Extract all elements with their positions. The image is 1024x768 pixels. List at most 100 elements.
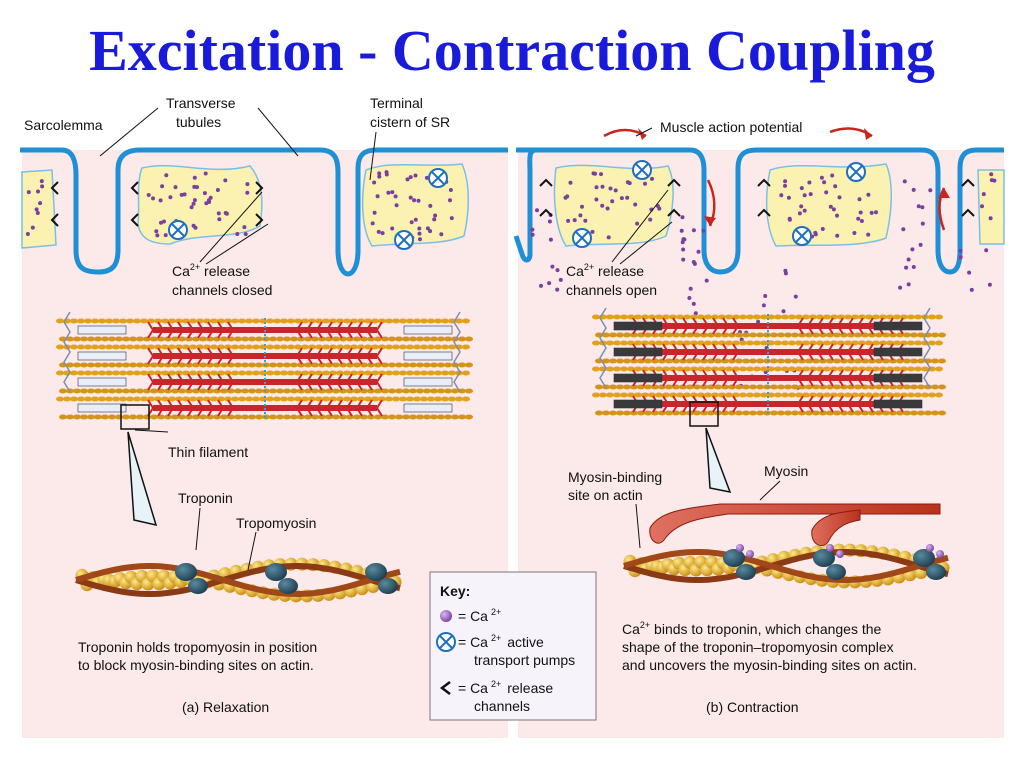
- actin-bead: [711, 340, 719, 346]
- actin-bead: [395, 362, 403, 368]
- actin-bead: [700, 410, 708, 416]
- panel-caption-relaxation: (a) Relaxation: [182, 699, 269, 715]
- myosin-head-small: [207, 373, 214, 391]
- myosin-head-small: [807, 317, 814, 335]
- actin-bead: [388, 336, 396, 342]
- actin-bead: [77, 370, 85, 376]
- actin-bead: [434, 318, 442, 324]
- myosin-head-small: [207, 399, 214, 417]
- actin-bead: [231, 318, 239, 324]
- panel-relaxation: Sarcolemma Transverse tubules Terminal c…: [20, 95, 508, 738]
- myosin-head-small: [167, 399, 174, 417]
- myosin-head-small: [187, 321, 194, 339]
- actin-bead: [318, 388, 326, 394]
- actin-bead: [332, 388, 340, 394]
- z-disc: [599, 307, 607, 389]
- actin-bead: [651, 384, 659, 390]
- calcium-ion: [428, 229, 433, 234]
- actin-bead: [795, 314, 803, 320]
- actin-bead: [297, 362, 305, 368]
- myosin-head-small: [296, 321, 303, 339]
- calcium-ion: [916, 204, 921, 209]
- actin-bead: [94, 362, 102, 368]
- actin-bead: [413, 370, 421, 376]
- actin-bead: [823, 366, 831, 372]
- myosin-head-small: [672, 369, 679, 387]
- actin-bead: [462, 370, 470, 376]
- calcium-ion: [578, 213, 583, 218]
- actin-bead: [150, 414, 158, 420]
- actin-bead: [329, 344, 337, 350]
- actin-bead: [367, 362, 375, 368]
- calcium-ion: [375, 194, 380, 199]
- actin-bead: [595, 384, 603, 390]
- myosin-head-small: [857, 317, 864, 335]
- calcium-ion: [704, 278, 709, 283]
- actin-bead: [395, 336, 403, 342]
- actin-bead: [388, 388, 396, 394]
- calcium-ion: [193, 225, 198, 230]
- actin-bead: [693, 332, 701, 338]
- actin-bead: [903, 410, 911, 416]
- actin-bead: [742, 358, 750, 364]
- actin-bead: [690, 314, 698, 320]
- myosin-head-small: [867, 369, 874, 387]
- actin-bead: [290, 336, 298, 342]
- actin-bead: [875, 358, 883, 364]
- actin-bead: [255, 336, 263, 342]
- actin-bead: [634, 366, 642, 372]
- actin-bead: [112, 370, 120, 376]
- actin-bead: [609, 410, 617, 416]
- actin-bead: [823, 392, 831, 398]
- actin-bead: [592, 340, 600, 346]
- actin-bead: [609, 384, 617, 390]
- actin-bead: [136, 414, 144, 420]
- zoom-arrow-right: [705, 427, 732, 494]
- actin-bead: [287, 318, 295, 324]
- actin-bead: [231, 370, 239, 376]
- actin-bead: [777, 410, 785, 416]
- actin-bead: [648, 366, 656, 372]
- myosin-head-small: [227, 347, 234, 365]
- transport-pump-icon: [168, 220, 188, 240]
- actin-bead: [606, 340, 614, 346]
- actin-bead: [168, 318, 176, 324]
- actin-bead: [749, 332, 757, 338]
- actin-bead: [784, 410, 792, 416]
- calcium-ion: [428, 203, 433, 208]
- actin-bead: [683, 392, 691, 398]
- actin-bead: [161, 344, 169, 350]
- actin-bead: [322, 344, 330, 350]
- label-myosin-binding: Myosin-binding: [568, 469, 662, 485]
- actin-bead: [620, 366, 628, 372]
- z-disc: [63, 311, 71, 393]
- myosin-head-small: [732, 369, 739, 387]
- actin-bead: [728, 410, 736, 416]
- calcium-ion: [195, 185, 199, 190]
- actin-bead: [203, 344, 211, 350]
- myosin-head-small: [316, 347, 323, 365]
- actin-bead: [392, 318, 400, 324]
- myosin-head-small: [217, 373, 224, 391]
- myosin-head-small: [702, 369, 709, 387]
- calcium-ion: [160, 184, 165, 189]
- actin-bead: [343, 396, 351, 402]
- calcium-ion: [35, 211, 40, 215]
- actin-bead: [301, 370, 309, 376]
- actin-bead: [910, 332, 918, 338]
- calcium-ion: [192, 175, 197, 180]
- myosin-head-small: [157, 373, 164, 391]
- actin-bead: [301, 396, 309, 402]
- actin-bead: [882, 332, 890, 338]
- calcium-ion: [448, 198, 452, 203]
- troponin: [723, 549, 745, 567]
- actin-bead: [318, 362, 326, 368]
- actin-bead: [665, 384, 673, 390]
- actin-bead: [115, 362, 123, 368]
- actin-bead: [865, 366, 873, 372]
- calcium-ion: [980, 204, 984, 209]
- actin-bead: [704, 392, 712, 398]
- actin-bead: [210, 370, 218, 376]
- actin-bead: [623, 332, 631, 338]
- actin-bead: [641, 340, 649, 346]
